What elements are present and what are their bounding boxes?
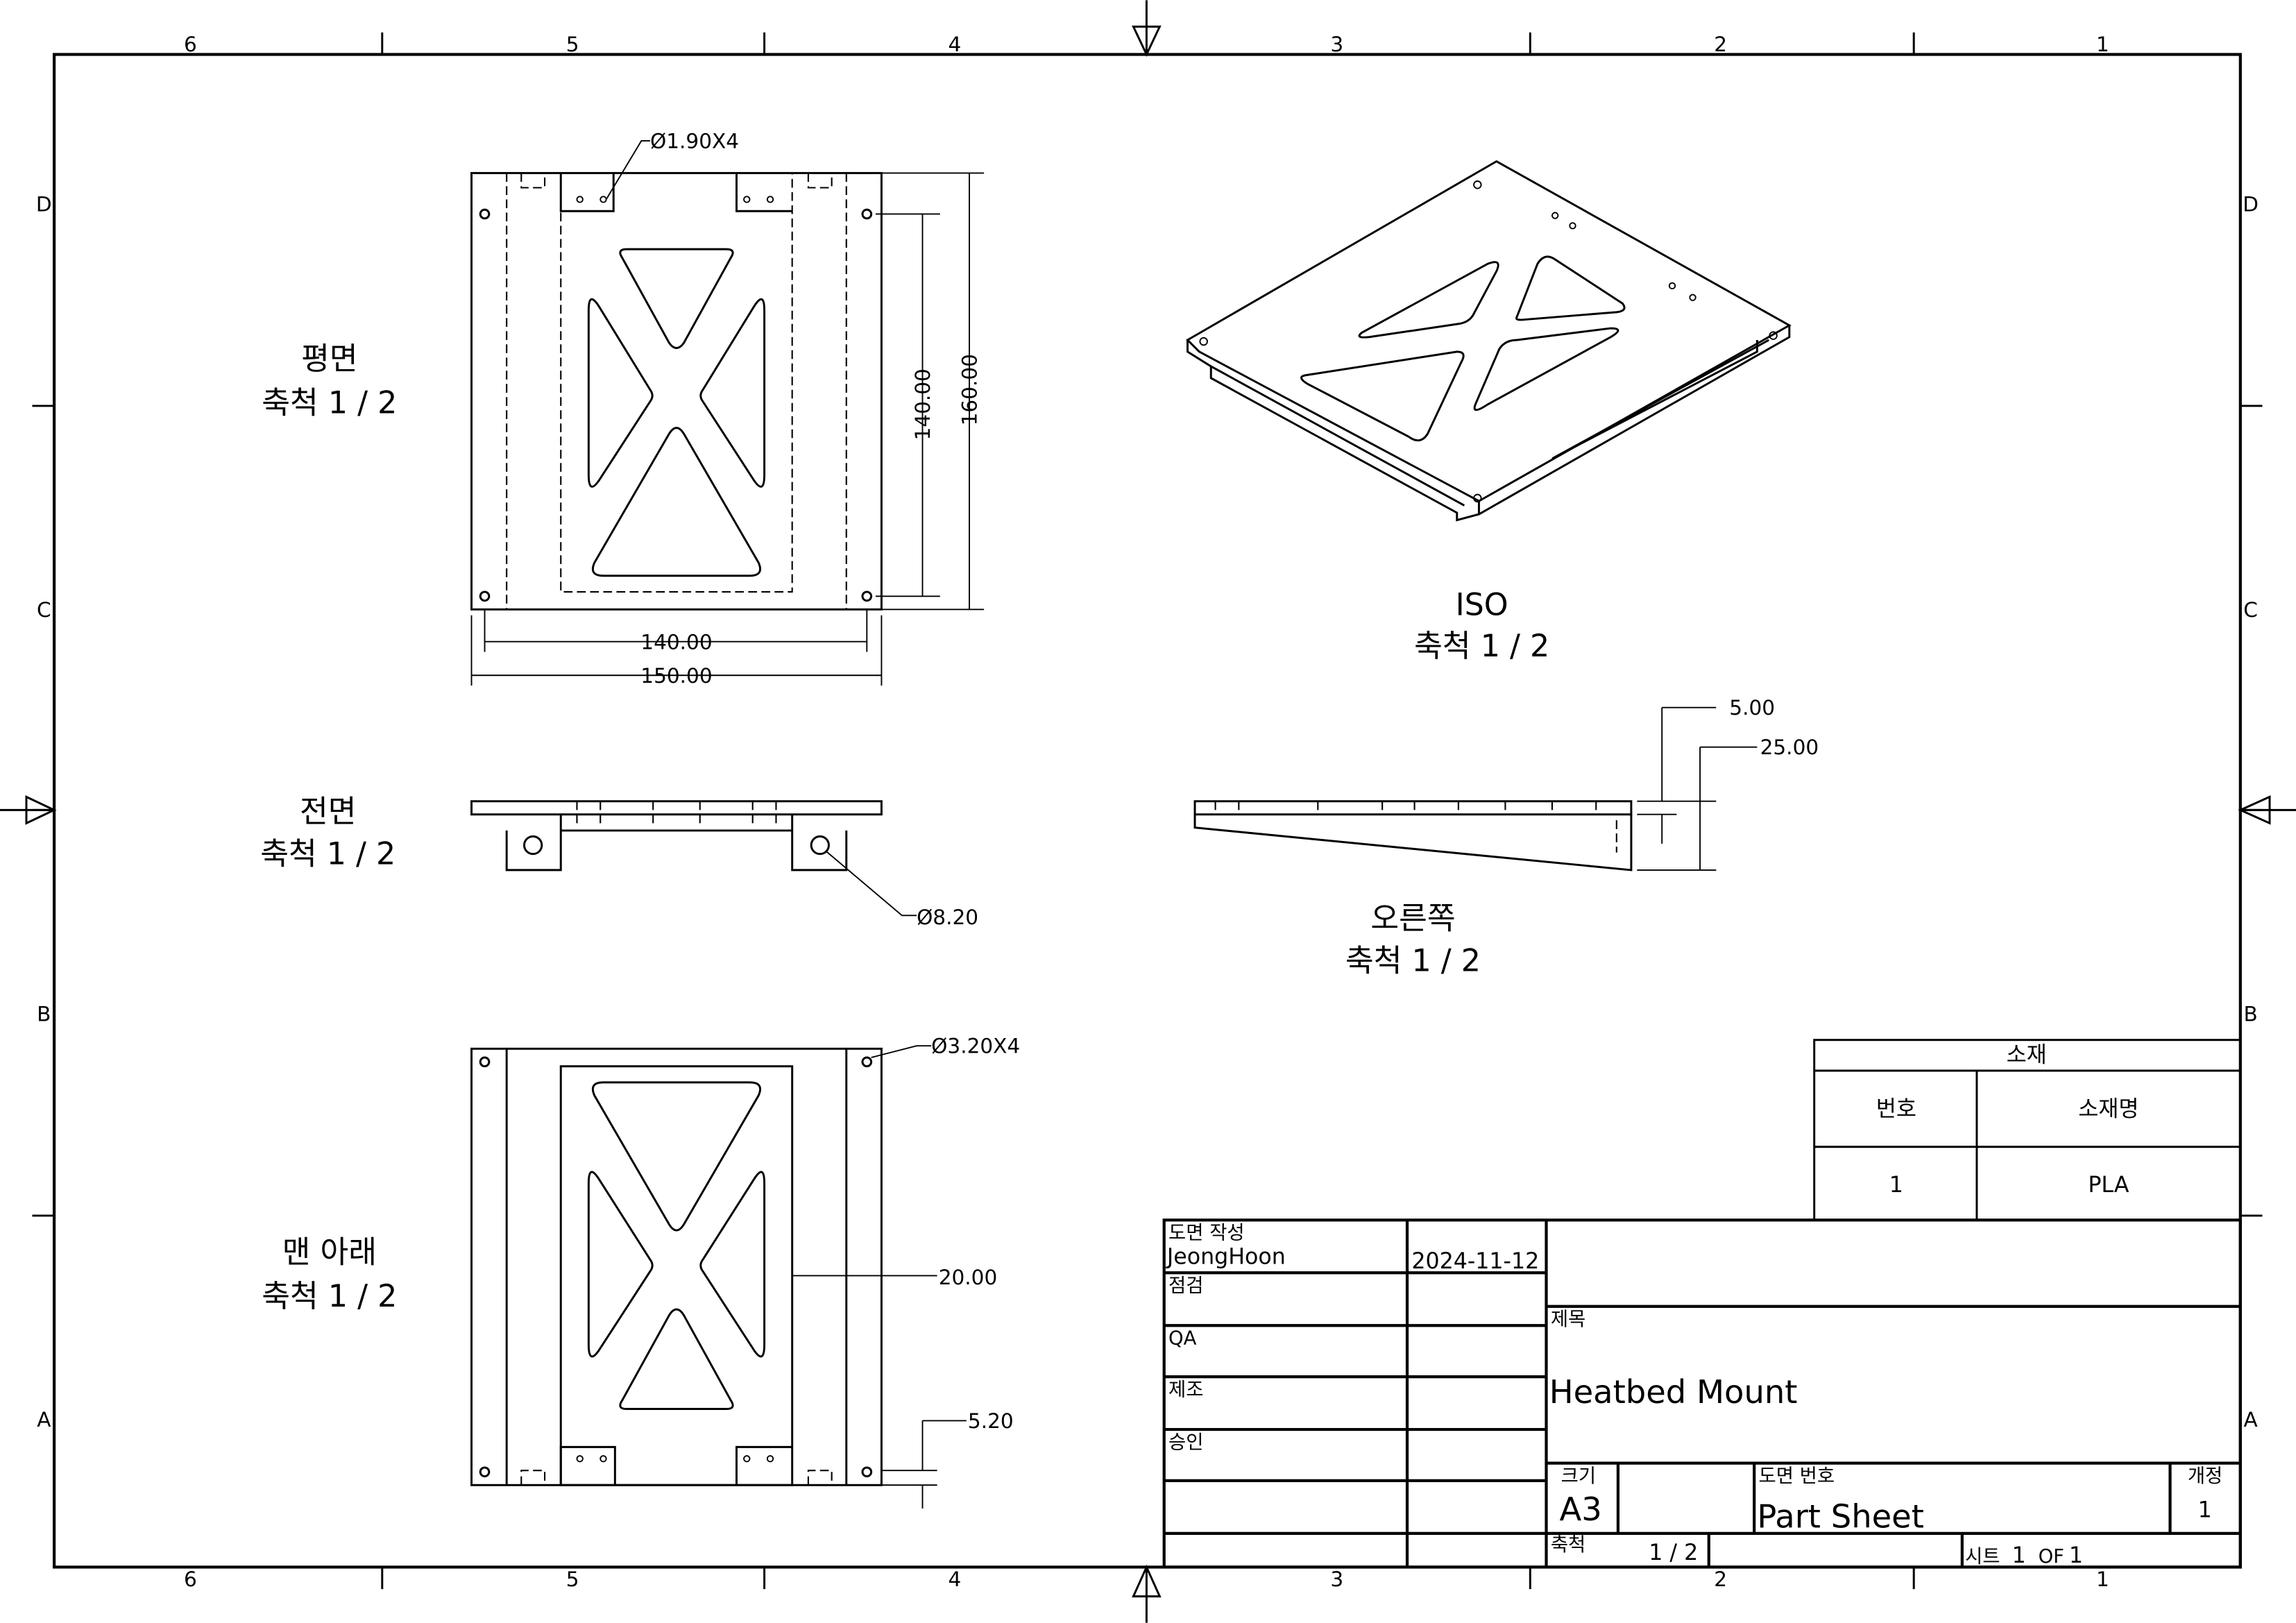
drawing-title: Heatbed Mount (1549, 1373, 1798, 1411)
view-label: ISO (1456, 588, 1508, 623)
view-scale: 축척 1 / 2 (262, 1279, 397, 1314)
checked-label: 점검 (1168, 1275, 1203, 1297)
view-scale: 축척 1 / 2 (260, 836, 396, 872)
view-label: 전면 (300, 794, 357, 829)
material-header-name: 소재명 (2078, 1096, 2138, 1121)
rev: 1 (2198, 1498, 2212, 1523)
zone-row: C (37, 598, 51, 622)
zone-row: B (2243, 1002, 2257, 1026)
rev-label: 개정 (2188, 1465, 2222, 1487)
dim-thickness: 5.00 (1729, 696, 1775, 720)
zone-col: 1 (2096, 1567, 2109, 1591)
dim-hole-top: Ø1.90X4 (650, 130, 739, 153)
zone-row: B (37, 1002, 51, 1026)
zone-row: A (37, 1408, 51, 1431)
right-view: 5.00 25.00 오른쪽 축척 1 / 2 (1193, 696, 1819, 979)
material-table: 소재 번호 소재명 1 PLA (1813, 1039, 2242, 1221)
zone-row: C (2243, 598, 2258, 622)
view-label: 오른쪽 (1370, 901, 1455, 936)
center-mark-bottom-icon (1132, 1564, 1162, 1623)
dim-offset: 5.20 (968, 1409, 1014, 1433)
dim-hole-front: Ø8.20 (917, 906, 978, 929)
title-label: 제목 (1551, 1309, 1585, 1330)
zone-col: 5 (566, 33, 579, 56)
center-mark-right-icon (2238, 795, 2296, 825)
zone-row: A (2243, 1408, 2257, 1431)
size-label: 크기 (1561, 1465, 1596, 1487)
sheet-total: 1 (2069, 1543, 2083, 1568)
sheet-label: 시트 (1965, 1546, 2000, 1567)
material-header-no: 번호 (1876, 1096, 1916, 1121)
zone-col: 6 (184, 33, 197, 56)
view-scale: 축척 1 / 2 (262, 385, 397, 420)
view-label: 맨 아래 (282, 1234, 377, 1270)
zone-col: 5 (566, 1567, 579, 1591)
drawn-by: JeongHoon (1166, 1245, 1286, 1270)
dim-height-inner: 140.00 (911, 368, 935, 440)
zone-col: 1 (2096, 33, 2109, 56)
zone-col: 4 (949, 33, 962, 56)
top-view: Ø1.90X4 140.00 160.00 140.00 150.00 평면 축… (262, 130, 985, 688)
mfg-label: 제조 (1168, 1379, 1203, 1401)
front-view: Ø8.20 전면 축척 1 / 2 (260, 794, 978, 929)
zone-row: D (2243, 192, 2259, 216)
zone-col: 3 (1330, 1567, 1343, 1591)
dim-width-outer: 150.00 (640, 664, 712, 688)
dim-width-inner: 140.00 (640, 630, 712, 654)
scale: 1 / 2 (1649, 1540, 1698, 1565)
view-scale: 축척 1 / 2 (1414, 629, 1549, 664)
material-row-no: 1 (1889, 1173, 1903, 1198)
view-label: 평면 (301, 341, 358, 377)
scale-label: 축척 (1551, 1534, 1585, 1556)
material-row-name: PLA (2088, 1173, 2129, 1198)
title-block: 도면 작성 JeongHoon 2024-11-12 점검 QA 제조 승인 제… (1162, 1218, 2242, 1569)
approved-label: 승인 (1168, 1431, 1203, 1453)
zone-col: 6 (184, 1567, 197, 1591)
dim-width-rail: 20.00 (939, 1266, 998, 1289)
drawn-date: 2024-11-12 (1411, 1249, 1539, 1274)
iso-view: ISO 축척 1 / 2 (1186, 160, 1792, 664)
of-label: OF (2039, 1546, 2064, 1567)
sheet-size: A3 (1560, 1490, 1602, 1528)
dim-height-outer: 160.00 (958, 354, 982, 425)
view-scale: 축척 1 / 2 (1345, 944, 1481, 979)
dim-hole-bottom: Ø3.20X4 (931, 1035, 1020, 1058)
dwg-no-label: 도면 번호 (1759, 1465, 1835, 1487)
center-mark-left-icon (0, 795, 57, 825)
bottom-view: Ø3.20X4 20.00 5.20 맨 아래 축척 1 / 2 (262, 1035, 1020, 1509)
center-mark-top-icon (1132, 0, 1162, 57)
drawn-label: 도면 작성 (1168, 1223, 1245, 1244)
zone-row: D (36, 192, 52, 216)
sheet-no: 1 (2012, 1543, 2026, 1568)
qa-label: QA (1168, 1328, 1197, 1350)
zone-col: 4 (949, 1567, 962, 1591)
zone-col: 2 (1714, 1567, 1727, 1591)
zone-col: 3 (1330, 33, 1343, 56)
dwg-no: Part Sheet (1757, 1497, 1924, 1535)
material-title: 소재 (2007, 1042, 2047, 1067)
zone-col: 2 (1714, 33, 1727, 56)
dim-total-height: 25.00 (1760, 736, 1819, 759)
